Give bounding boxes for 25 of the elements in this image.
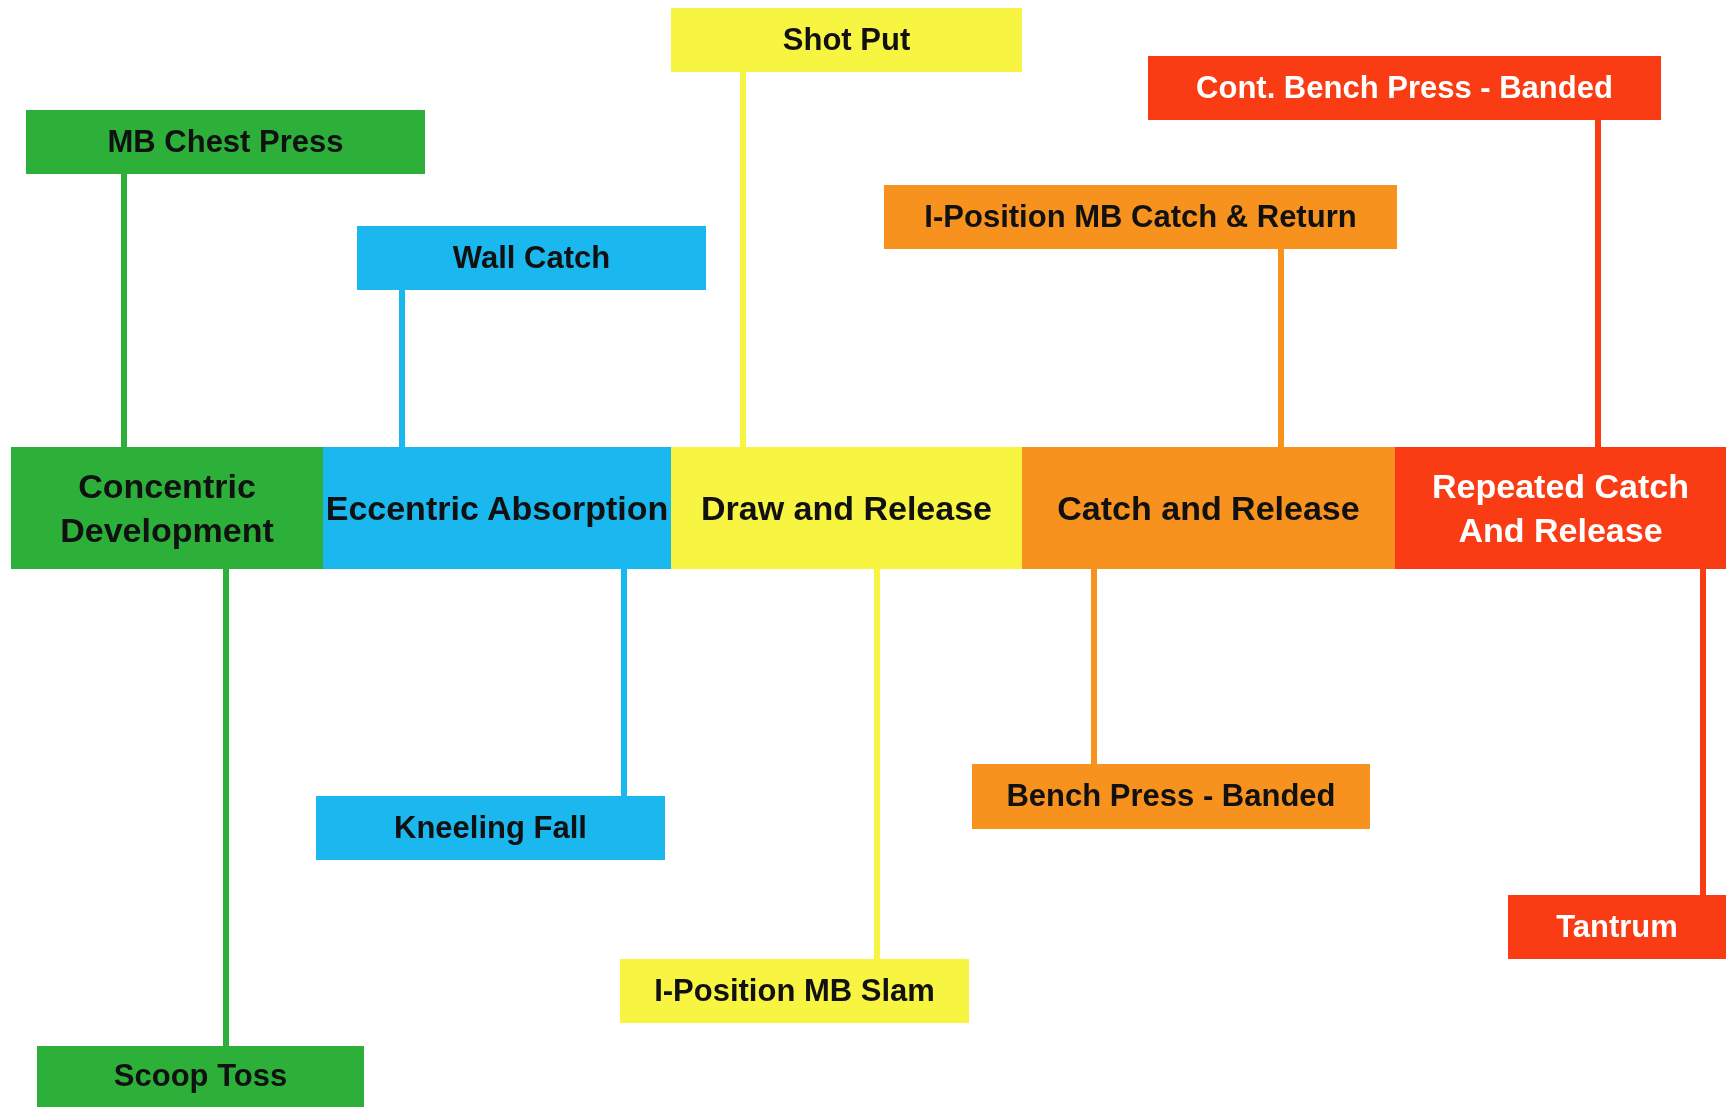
category-band: Catch and Release [1022, 447, 1395, 569]
category-band: Eccentric Absorption [323, 447, 671, 569]
connector-line [1700, 569, 1706, 895]
exercise-box: MB Chest Press [26, 110, 425, 174]
connector-line [121, 174, 127, 447]
exercise-box: Kneeling Fall [316, 796, 665, 860]
connector-line [621, 569, 627, 796]
connector-line [1595, 120, 1601, 447]
category-band: Concentric Development [11, 447, 323, 569]
category-band: Repeated Catch And Release [1395, 447, 1726, 569]
exercise-box: Cont. Bench Press - Banded [1148, 56, 1661, 120]
connector-line [1091, 569, 1097, 764]
exercise-box: I-Position MB Slam [620, 959, 969, 1023]
connector-line [223, 569, 229, 1046]
exercise-box: Bench Press - Banded [972, 764, 1370, 829]
connector-line [874, 569, 880, 959]
exercise-box: I-Position MB Catch & Return [884, 185, 1397, 249]
exercise-box: Shot Put [671, 8, 1022, 72]
exercise-box: Scoop Toss [37, 1046, 364, 1107]
category-band: Draw and Release [671, 447, 1022, 569]
exercise-box: Wall Catch [357, 226, 706, 290]
connector-line [740, 72, 746, 447]
connector-line [1278, 249, 1284, 447]
exercise-box: Tantrum [1508, 895, 1726, 959]
connector-line [399, 290, 405, 447]
